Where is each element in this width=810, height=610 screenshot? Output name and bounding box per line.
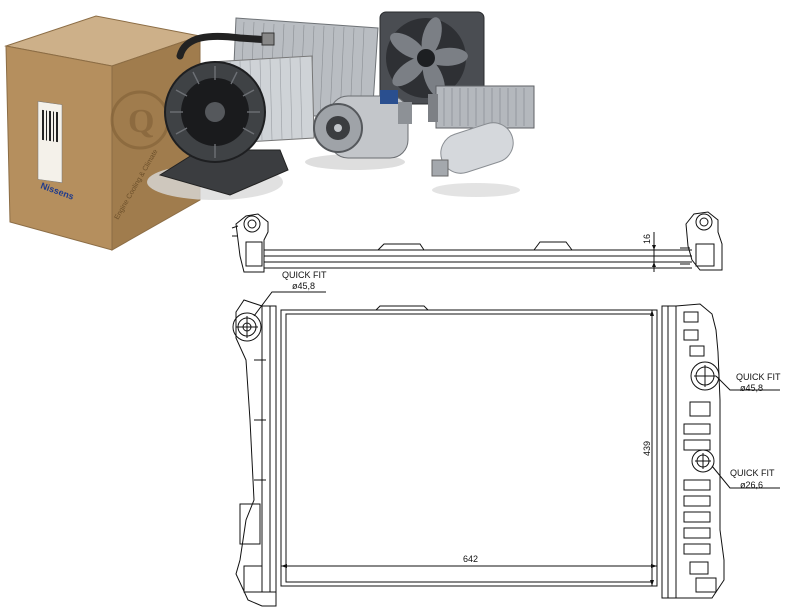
heater-radiator-image	[428, 85, 535, 129]
callout-left-value: ø45,8	[292, 281, 315, 291]
right-tank-ribs	[683, 311, 717, 593]
dim-thickness-label: 16	[642, 234, 652, 244]
heater-hose-image	[176, 32, 274, 60]
dim-height-label: 439	[642, 441, 652, 456]
top-view	[231, 211, 723, 273]
dim-width-label: 642	[463, 554, 478, 564]
callout-right-lower-value: ø26,6	[740, 480, 763, 490]
blower-motor-image	[147, 61, 289, 200]
callout-right-upper-title: QUICK FIT	[736, 372, 781, 382]
product-collage	[147, 11, 535, 200]
callout-right-lower-title: QUICK FIT	[730, 468, 775, 478]
svg-text:Q: Q	[128, 103, 154, 140]
technical-drawing	[231, 211, 780, 607]
front-view	[232, 291, 780, 607]
callout-left-title: QUICK FIT	[282, 270, 327, 280]
receiver-drier-image	[431, 122, 520, 197]
ac-compressor-image	[305, 90, 412, 170]
radiator-fan-image	[379, 11, 485, 105]
callout-right-upper-value: ø45,8	[740, 383, 763, 393]
